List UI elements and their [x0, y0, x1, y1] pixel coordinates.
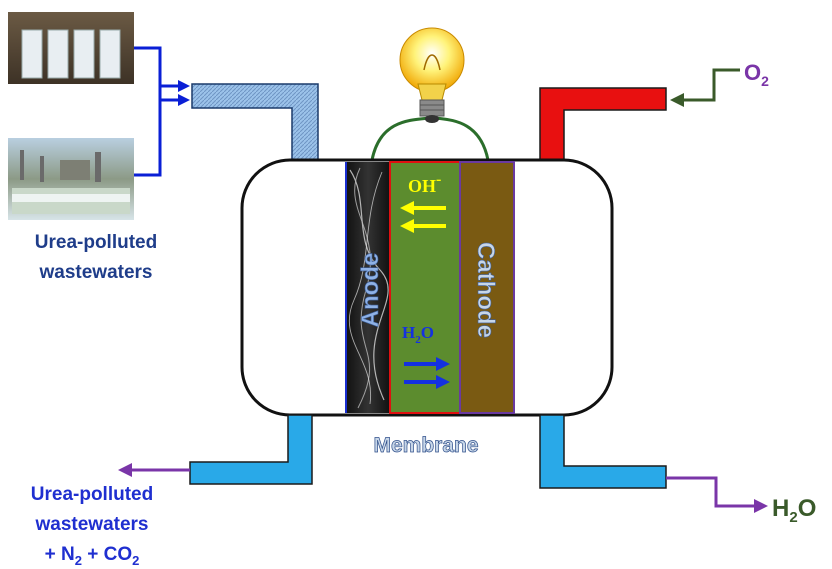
h2o-membrane-label: H2O	[402, 323, 434, 346]
h2o-arrows	[404, 357, 450, 389]
outlet-pipe-right	[539, 414, 667, 489]
inlet-arrowhead-2	[178, 94, 190, 106]
light-bulb-icon	[399, 27, 465, 123]
inlet-pipe	[191, 83, 319, 161]
urinals-photo	[8, 12, 134, 84]
outlet-label-line3: + N2 + CO2	[45, 544, 140, 568]
wire-right	[435, 116, 490, 161]
inlet-label-line2: wastewaters	[38, 262, 152, 283]
o2-pipe	[539, 87, 667, 161]
o2-arrow	[670, 68, 740, 107]
o2-label: O2	[744, 60, 769, 89]
h2o-out-arrow	[666, 476, 768, 513]
membrane-label: Membrane	[373, 434, 478, 457]
outlet-arrow-left	[118, 463, 190, 477]
anode-label: Anode	[357, 253, 384, 328]
oh-label: OH-	[408, 171, 441, 196]
outlet-pipe-left	[189, 414, 313, 485]
outlet-label-line1: Urea-polluted	[31, 484, 153, 505]
treatment-plant-photo	[8, 138, 134, 220]
outlet-label-line2: wastewaters	[34, 514, 148, 535]
cathode-layer	[459, 161, 515, 414]
cathode-label: Cathode	[472, 242, 499, 338]
h2o-out-label: H2O	[772, 495, 816, 526]
inlet-arrowhead-1	[178, 80, 190, 92]
inlet-label-line1: Urea-polluted	[35, 232, 157, 253]
oh-arrows	[400, 201, 446, 233]
membrane-layer	[389, 161, 461, 414]
wire-left	[370, 116, 431, 161]
anode-layer	[345, 162, 390, 413]
inlet-arrows	[134, 46, 180, 177]
